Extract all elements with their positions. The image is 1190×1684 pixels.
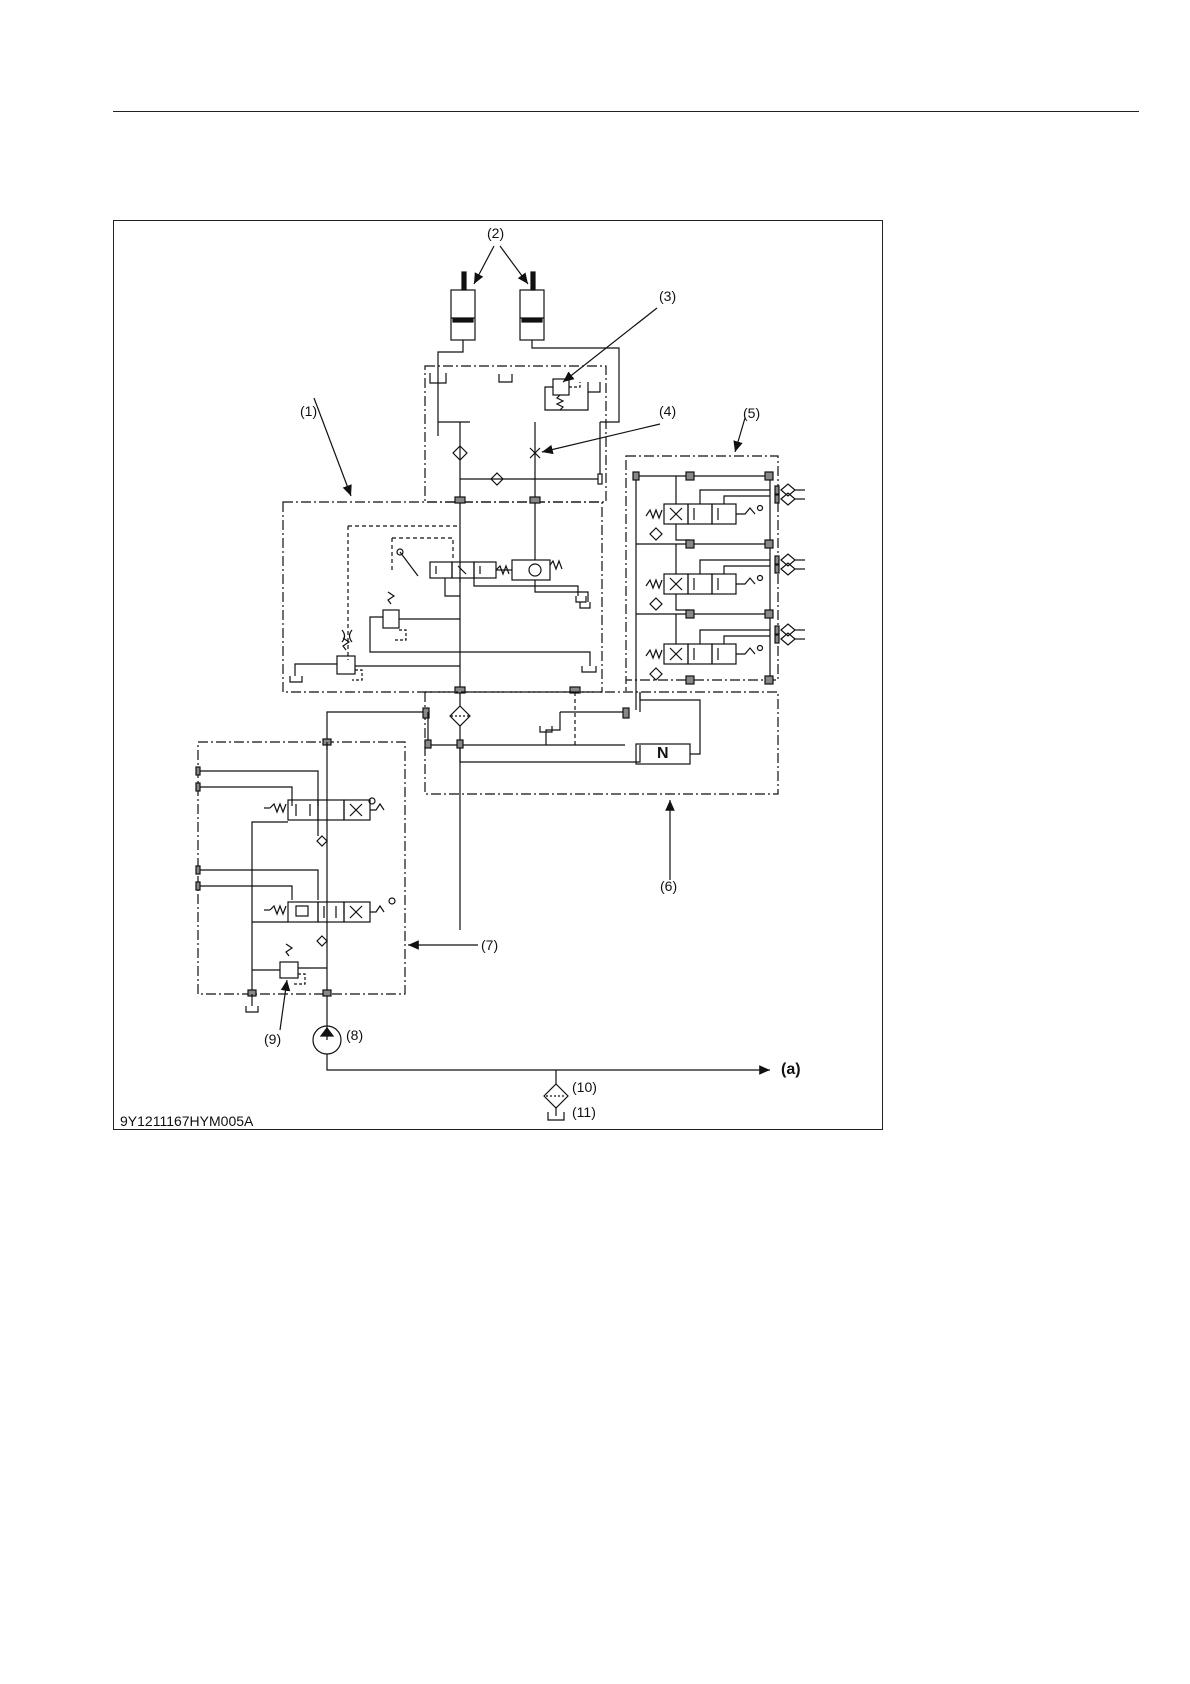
callout-3: (3) (659, 288, 676, 304)
callout-4: (4) (659, 403, 676, 419)
relief-valve-3 (545, 379, 588, 410)
relief-valve-inner (383, 592, 406, 640)
leader-2a (474, 246, 494, 284)
relief-valve-lower (337, 638, 362, 680)
callout-11: (11) (572, 1104, 596, 1120)
neutral-mark: N (657, 746, 669, 762)
lower-manifold-block-6 (425, 692, 778, 794)
callout-6: (6) (660, 878, 677, 894)
callout-5: (5) (743, 405, 760, 421)
quick-coupler-pair-3 (775, 624, 805, 645)
pilot-check-valve (512, 560, 562, 580)
suction-filter-10 (544, 1084, 568, 1108)
leader-2b (500, 246, 528, 284)
callout-9: (9) (264, 1031, 281, 1047)
outlet-label: (a) (781, 1062, 801, 1078)
callout-8: (8) (346, 1027, 363, 1043)
leader-4 (542, 424, 660, 452)
quick-coupler-pair-1 (775, 484, 805, 505)
lift-cylinder-right (520, 272, 544, 340)
front-valve-block-7 (198, 742, 405, 994)
lift-cylinder-left (451, 272, 475, 340)
leader-3 (563, 308, 657, 382)
aux-spool-section-3 (646, 614, 770, 680)
leader-9 (280, 980, 287, 1030)
position-control-valve (397, 549, 509, 578)
aux-spool-section-2 (636, 544, 770, 614)
callout-7: (7) (481, 937, 498, 953)
callout-10: (10) (572, 1079, 597, 1095)
leader-5 (735, 418, 745, 452)
quick-coupler-pair-2 (775, 554, 805, 575)
leader-1 (314, 398, 351, 496)
callout-2: (2) (487, 225, 504, 241)
callout-1: (1) (300, 403, 317, 419)
upper-valve-block-boundary (425, 366, 606, 502)
aux-spool-section-1 (636, 476, 770, 544)
figure-code: 9Y1211167HYM005A (120, 1113, 253, 1129)
relief-valve-9 (280, 944, 305, 984)
